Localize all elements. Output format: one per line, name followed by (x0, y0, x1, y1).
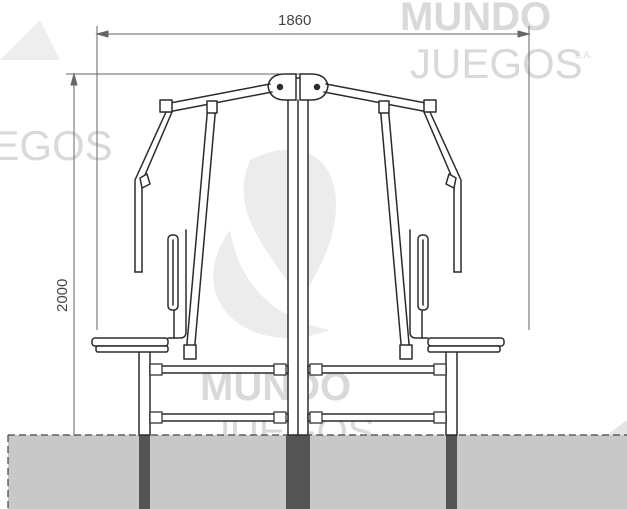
crossbars (149, 363, 447, 424)
watermark-logo-swoosh-2 (213, 230, 330, 338)
backrest-left (167, 234, 179, 311)
height-dimension-label: 2000 (54, 279, 71, 312)
ground (7, 434, 627, 509)
watermark-left-brand-bottom: JUEGOS (0, 122, 113, 169)
watermark-brand-bottom: JUEGOS (410, 40, 583, 87)
seat-left (91, 229, 187, 353)
watermark-suffix: S.A. (575, 50, 592, 60)
post-footing-center (286, 435, 310, 509)
watermark-corner-shape (0, 20, 60, 60)
pivot-head (267, 73, 329, 101)
post-footing-right (446, 435, 457, 509)
width-dimension-label: 1860 (278, 12, 311, 29)
seat-right (409, 229, 505, 353)
equipment (91, 73, 505, 436)
backrest-right (417, 234, 429, 311)
post-footing-left (139, 435, 150, 509)
arm-right (323, 83, 462, 360)
left-post (138, 349, 151, 436)
arm-left (134, 83, 273, 360)
right-post (445, 349, 458, 436)
watermark-brand-top: MUNDO (400, 0, 551, 39)
ground-fill (8, 435, 627, 509)
